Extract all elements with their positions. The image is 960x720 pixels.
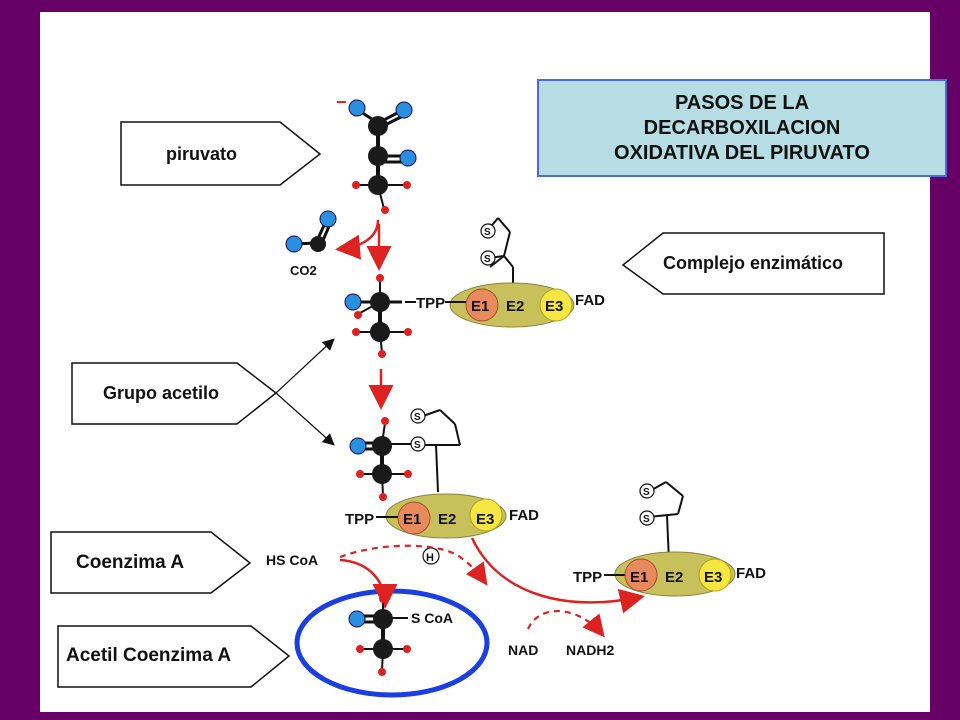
nad-reduction-arrow [526, 609, 605, 638]
complex2-fad: FAD [509, 507, 539, 524]
diagram-canvas: − CO2 [50, 92, 885, 698]
hs-coa-label: HS CoA [266, 552, 318, 568]
complex3-e3: E3 [704, 569, 722, 586]
coa-h-transfer-arrow [339, 544, 488, 586]
complex1-e1: E1 [471, 298, 489, 315]
complex-regeneration-arrow [470, 537, 645, 614]
complex2-s-top: S [414, 412, 421, 423]
complex1-tpp: TPP [416, 295, 445, 312]
callout-acetilcoa-label: Acetil Coenzima A [66, 645, 232, 666]
complex1-fad: FAD [575, 292, 605, 309]
pointer-arrow-up [275, 338, 335, 394]
complex2-tpp: TPP [345, 511, 374, 528]
complex1-e3: E3 [545, 298, 563, 315]
acetyl-coa-molecule [348, 595, 411, 676]
enzyme-complex-1 [449, 217, 575, 328]
title-box: PASOS DE LA DECARBOXILACION OXIDATIVA DE… [537, 79, 947, 177]
complex3-fad: FAD [736, 565, 766, 582]
title-line-1: PASOS DE LA [674, 91, 810, 114]
callout-acetilo-shape [71, 362, 278, 425]
callout-complejo-label: Complejo enzimático [663, 253, 844, 273]
complex1-s-top: S [484, 227, 491, 238]
complex1-s-bottom: S [484, 254, 491, 265]
pointer-arrow-down [275, 392, 335, 446]
slide: − CO2 [40, 12, 947, 712]
complex3-s-bottom: S [643, 514, 650, 525]
complex3-tpp: TPP [573, 569, 602, 586]
complex3-e1: E1 [630, 569, 648, 586]
h-atom-label: H [426, 552, 434, 564]
complex2-e1: E1 [403, 511, 421, 528]
hydroxyethyl-molecule [344, 274, 412, 358]
callout-complejo-shape [621, 232, 885, 295]
callout-piruvato-label: piruvato [166, 144, 238, 164]
callout-coenzima-label: Coenzima A [76, 552, 185, 573]
nad-label: NAD [508, 642, 538, 658]
title-line-3: OXIDATIVA DEL PIRUVATO [614, 141, 870, 164]
carboxylate-charge: − [336, 92, 347, 112]
pyruvate-molecule [348, 99, 417, 214]
complex2-s-bottom: S [414, 440, 421, 451]
callout-acetilcoa-shape [57, 625, 291, 688]
complex1-e2: E2 [506, 298, 524, 315]
co2-label: CO2 [290, 263, 317, 278]
complex3-e2: E2 [665, 569, 683, 586]
decarboxylation-arrow [335, 219, 380, 260]
nadh2-label: NADH2 [566, 642, 614, 658]
s-coa-label: S CoA [411, 610, 453, 626]
complex2-e3: E3 [476, 511, 494, 528]
title-line-2: DECARBOXILACION [643, 116, 841, 139]
complex3-s-top: S [643, 487, 650, 498]
callout-piruvato-shape [120, 121, 322, 186]
callout-coenzima-shape [50, 531, 252, 594]
callout-acetilo-label: Grupo acetilo [103, 383, 220, 403]
co2-molecule [285, 210, 337, 253]
complex2-e2: E2 [438, 511, 456, 528]
acetyl-lipoamide-molecule [349, 408, 507, 539]
acetyl-coa-highlight-ring [294, 588, 490, 698]
